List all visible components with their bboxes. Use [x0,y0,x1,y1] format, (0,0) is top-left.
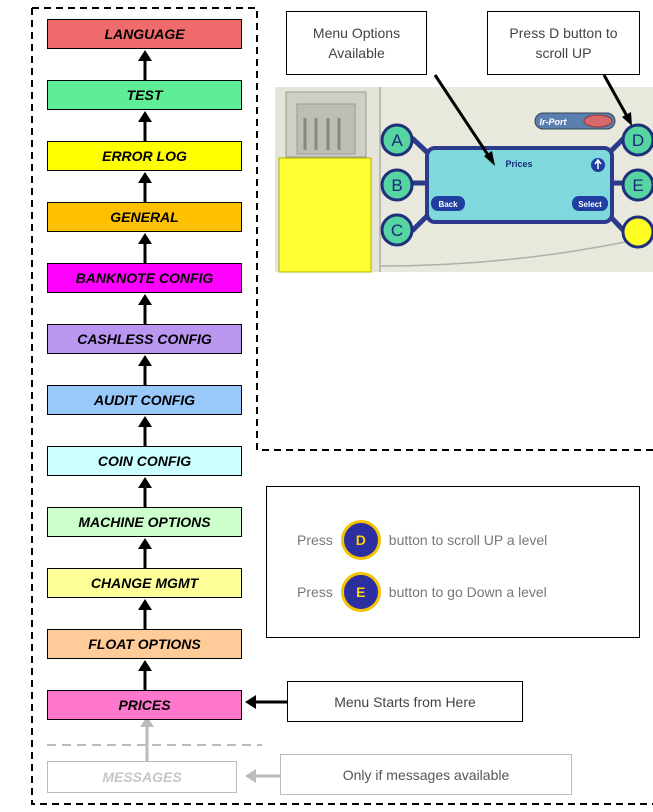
only-if-messages-callout: Only if messages available [280,754,572,795]
menu-box-general: GENERAL [47,202,242,232]
menu-arrow-head [138,294,152,305]
menu-label-messages: MESSAGES [102,769,182,785]
button-d-label: D [632,131,644,150]
button-b-label: B [391,176,402,195]
menu-arrow-head [138,660,152,671]
menu-box-messages: MESSAGES [47,761,237,793]
legend-e-text: button to go Down a level [388,584,547,600]
only-if-messages-text: Only if messages available [342,766,510,783]
ir-port-label: Ir-Port [540,117,568,127]
menu-arrow-head [138,599,152,610]
menu-arrow-head [138,111,152,122]
e-button-icon: E [340,572,381,612]
menu-label-prices: PRICES [118,697,171,713]
menu-label-banknote-config: BANKNOTE CONFIG [75,270,214,286]
menu-box-banknote-config: BANKNOTE CONFIG [47,263,242,293]
menu-label-audit-config: AUDIT CONFIG [93,392,196,408]
menu-arrow-head [138,50,152,61]
screen-back-label: Back [438,200,458,209]
menu-arrow-head [138,477,152,488]
button-c-label: C [391,221,403,240]
menu-arrows [138,50,152,690]
legend-press-d-word: Press [297,532,333,548]
menu-label-language: LANGUAGE [104,26,185,42]
legend-box: Press D button to scroll UP a level Pres… [266,486,640,638]
menu-box-error-log: ERROR LOG [47,141,242,171]
legend-d-text: button to scroll UP a level [388,532,548,548]
menu-box-machine-options: MACHINE OPTIONS [47,507,242,537]
press-d-text: Press D button to scroll UP [509,25,618,61]
menu-label-cashless-config: CASHLESS CONFIG [77,331,212,347]
menu-label-coin-config: COIN CONFIG [97,453,192,469]
legend-row-d: Press D button to scroll UP a level [267,520,653,560]
menu-options-text: Menu Options Available [312,25,401,61]
menu-label-error-log: ERROR LOG [102,148,187,164]
legend-d-key: D [355,532,366,548]
menu-label-change-mgmt: CHANGE MGMT [90,575,199,591]
menu-label-machine-options: MACHINE OPTIONS [78,514,211,530]
legend-e-key: E [356,584,366,600]
menu-box-language: LANGUAGE [47,19,242,49]
dashed-frame [31,7,653,805]
menu-arrow-head [138,538,152,549]
menu-box-coin-config: COIN CONFIG [47,446,242,476]
menu-arrow-head [138,355,152,366]
device-panel [275,87,653,273]
menu-label-float-options: FLOAT OPTIONS [88,636,201,652]
button-e-label: E [632,176,643,195]
menu-arrow-head [138,416,152,427]
press-d-pointer [602,74,630,119]
menu-box-cashless-config: CASHLESS CONFIG [47,324,242,354]
up-arrow-icon [594,158,602,169]
menu-box-change-mgmt: CHANGE MGMT [47,568,242,598]
press-d-callout: Press D button to scroll UP [487,11,640,75]
menu-label-general: GENERAL [110,209,179,225]
button-a-label: A [391,131,403,150]
menu-box-test: TEST [47,80,242,110]
screen-title: Prices [505,159,532,169]
menu-label-test: TEST [126,87,163,103]
lcd-screen [425,146,614,224]
menu-arrow-head [138,233,152,244]
d-button-icon: D [340,520,381,560]
legend-press-e-word: Press [297,584,333,600]
menu-starts-text: Menu Starts from Here [334,693,476,710]
menu-arrow-head [138,172,152,183]
menu-options-pointer [433,74,492,159]
screen-select-label: Select [578,200,602,209]
menu-box-prices: PRICES [47,690,242,720]
menu-options-callout: Menu Options Available [286,11,427,75]
legend-row-e: Press E button to go Down a level [267,572,653,612]
menu-box-audit-config: AUDIT CONFIG [47,385,242,415]
yellow-panel [278,157,372,273]
menu-starts-callout: Menu Starts from Here [287,681,523,722]
menu-box-float-options: FLOAT OPTIONS [47,629,242,659]
